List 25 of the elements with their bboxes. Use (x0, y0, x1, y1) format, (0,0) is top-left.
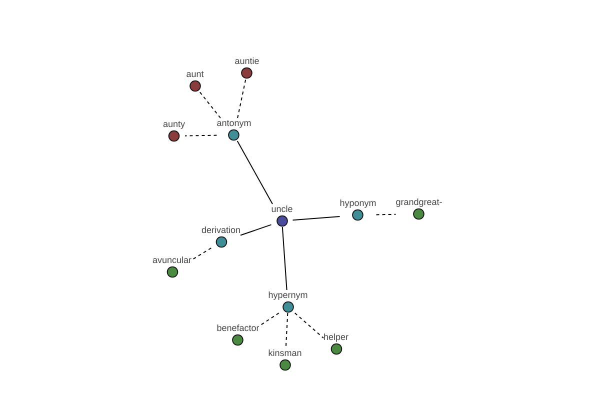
node-label: aunty (162, 119, 186, 129)
dashed-line (294, 312, 324, 339)
dashed-line (191, 248, 212, 261)
node-label: aunt (186, 69, 204, 79)
dashed-line (376, 214, 396, 216)
node-label: avuncular (152, 255, 192, 265)
dashed-line (258, 312, 280, 326)
dashed-line (184, 134, 218, 136)
dashed-line (237, 78, 246, 118)
node-label: antonym (216, 118, 252, 128)
node-label: hyponym (340, 198, 376, 208)
connector-line (282, 226, 288, 290)
node-label: helper (323, 332, 349, 342)
node-label: hypernym (268, 290, 308, 300)
connector-line (292, 216, 340, 221)
node-label: derivation (201, 225, 241, 235)
connector-line (236, 140, 273, 204)
node-label: uncle (271, 204, 293, 214)
node-label: grandgreat- (396, 197, 442, 207)
node-label: kinsman (268, 348, 302, 358)
connector-line (240, 224, 272, 236)
node-label: benefactor (216, 323, 260, 333)
node-label: auntie (234, 56, 260, 66)
dashed-line (285, 312, 288, 348)
dashed-line (199, 92, 221, 118)
